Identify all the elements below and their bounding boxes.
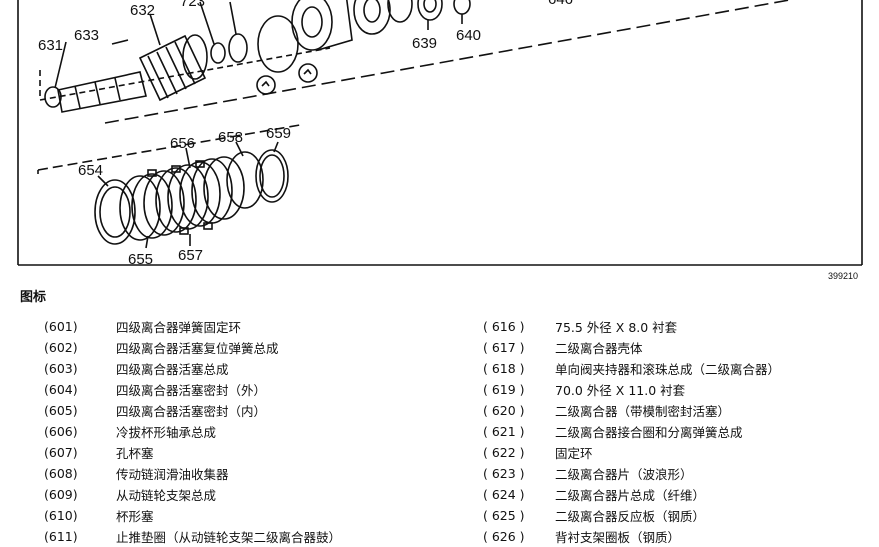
legend-item: (611) 止推垫圈（从动链轮支架二级离合器鼓） <box>44 526 341 547</box>
legend-item-text: 二级离合器（带模制密封活塞） <box>555 404 731 419</box>
legend-item: ( 621 ) 二级离合器接合圈和分离弹簧总成 <box>483 421 780 442</box>
legend-item-text: 四级离合器活塞密封（内） <box>116 404 267 419</box>
legend-right-column: ( 616 )75.5 外径 X 8.0 衬套( 617 )二级离合器壳体( 6… <box>483 316 780 547</box>
callout-655: 655 <box>128 251 153 268</box>
legend-item-code: ( 616 ) <box>483 319 525 334</box>
legend-item-code: (607) <box>44 445 78 460</box>
legend-item: ( 624 ) 二级离合器片总成（纤维） <box>483 484 780 505</box>
legend-item-code: ( 625 ) <box>483 508 525 523</box>
legend-item: (602) 四级离合器活塞复位弹簧总成 <box>44 337 341 358</box>
callout-639: 639 <box>412 35 437 52</box>
legend-item-code: ( 617 ) <box>483 340 525 355</box>
legend-item-text: 二级离合器反应板（钢质） <box>555 509 706 524</box>
legend-item-text: 四级离合器弹簧固定环 <box>116 320 242 335</box>
legend-item-code: ( 619 ) <box>483 382 525 397</box>
legend-item: ( 617 ) 二级离合器壳体 <box>483 337 780 358</box>
figure-id: 399210 <box>828 271 858 281</box>
legend-item-code: ( 620 ) <box>483 403 525 418</box>
callout-646: 646 <box>548 0 573 8</box>
legend-item-code: ( 624 ) <box>483 487 525 502</box>
legend-item-text: 二级离合器接合圈和分离弹簧总成 <box>555 425 743 440</box>
legend-item-code: ( 626 ) <box>483 529 525 544</box>
legend-item-code: (609) <box>44 487 78 502</box>
legend-item-code: (608) <box>44 466 78 481</box>
legend-title: 图标 <box>20 290 47 305</box>
legend-item-text: 75.5 外径 X 8.0 衬套 <box>555 320 678 335</box>
legend-item-text: 二级离合器片（波浪形） <box>555 467 693 482</box>
legend-item: ( 616 ) 75.5 外径 X 8.0 衬套 <box>483 316 780 337</box>
legend-item-text: 止推垫圈（从动链轮支架二级离合器鼓） <box>116 530 342 545</box>
legend-item: (607) 孔杯塞 <box>44 442 341 463</box>
legend-left-column: (601) 四级离合器弹簧固定环 (602) 四级离合器活塞复位弹簧总成 (603) 四级… <box>44 316 341 547</box>
legend-item: ( 619 ) 70.0 外径 X 11.0 衬套 <box>483 379 780 400</box>
legend-item: ( 623 ) 二级离合器片（波浪形） <box>483 463 780 484</box>
legend-item-code: (603) <box>44 361 78 376</box>
upper-assembly <box>39 0 794 124</box>
legend-item-code: ( 621 ) <box>483 424 525 439</box>
legend-item-text: 传动链润滑油收集器 <box>116 467 229 482</box>
legend-item-text: 二级离合器片总成（纤维） <box>555 488 706 503</box>
legend-item-text: 固定环 <box>555 446 593 461</box>
legend-item-code: (606) <box>44 424 78 439</box>
lower-assembly <box>37 124 301 249</box>
legend-item: (604) 四级离合器活塞密封（外） <box>44 379 341 400</box>
legend-item-text: 单向阀夹持器和滚珠总成（二级离合器） <box>555 362 781 377</box>
legend-item-code: (610) <box>44 508 78 523</box>
legend-item: (603) 四级离合器活塞总成 <box>44 358 341 379</box>
legend-item-code: (602) <box>44 340 78 355</box>
legend-item-code: ( 622 ) <box>483 445 525 460</box>
legend-item-code: ( 618 ) <box>483 361 525 376</box>
legend-item-text: 70.0 外径 X 11.0 衬套 <box>555 383 686 398</box>
legend-item: ( 618 ) 单向阀夹持器和滚珠总成（二级离合器） <box>483 358 780 379</box>
callout-658: 658 <box>218 129 243 146</box>
callout-659: 659 <box>266 125 291 142</box>
callout-654: 654 <box>78 162 103 179</box>
exploded-clutch-diagram: 631 633 632 723 639 640 646 <box>17 0 863 281</box>
legend-item: ( 622 ) 固定环 <box>483 442 780 463</box>
legend-item: (609) 从动链轮支架总成 <box>44 484 341 505</box>
legend-item: (601) 四级离合器弹簧固定环 <box>44 316 341 337</box>
legend-item-code: (604) <box>44 382 78 397</box>
callout-656: 656 <box>170 135 195 152</box>
legend-item-text: 杯形塞 <box>116 509 154 524</box>
diagram-frame <box>17 0 863 266</box>
legend-item-text: 四级离合器活塞复位弹簧总成 <box>116 341 279 356</box>
callout-631: 631 <box>38 37 63 54</box>
legend-item: ( 625 ) 二级离合器反应板（钢质） <box>483 505 780 526</box>
legend-item: (605) 四级离合器活塞密封（内） <box>44 400 341 421</box>
legend-item-text: 孔杯塞 <box>116 446 154 461</box>
legend-item-text: 四级离合器活塞密封（外） <box>116 383 267 398</box>
legend-item: ( 620 ) 二级离合器（带模制密封活塞） <box>483 400 780 421</box>
legend-item-code: (601) <box>44 319 78 334</box>
legend-item-text: 四级离合器活塞总成 <box>116 362 229 377</box>
callout-640: 640 <box>456 27 481 44</box>
callout-723: 723 <box>180 0 205 10</box>
callout-632: 632 <box>130 2 155 19</box>
legend-item-text: 二级离合器壳体 <box>555 341 643 356</box>
legend-item-code: (605) <box>44 403 78 418</box>
legend-item: (608) 传动链润滑油收集器 <box>44 463 341 484</box>
legend-item-code: ( 623 ) <box>483 466 525 481</box>
callout-633: 633 <box>74 27 99 44</box>
legend-item: (610) 杯形塞 <box>44 505 341 526</box>
legend-item-text: 冷拔杯形轴承总成 <box>116 425 217 440</box>
legend-item: ( 626 ) 背衬支架圈板（钢质） <box>483 526 780 547</box>
legend-item-code: (611) <box>44 529 78 544</box>
legend-item-text: 背衬支架圈板（钢质） <box>555 530 681 545</box>
legend-item: (606) 冷拔杯形轴承总成 <box>44 421 341 442</box>
callout-657: 657 <box>178 247 203 264</box>
legend-item-text: 从动链轮支架总成 <box>116 488 217 503</box>
